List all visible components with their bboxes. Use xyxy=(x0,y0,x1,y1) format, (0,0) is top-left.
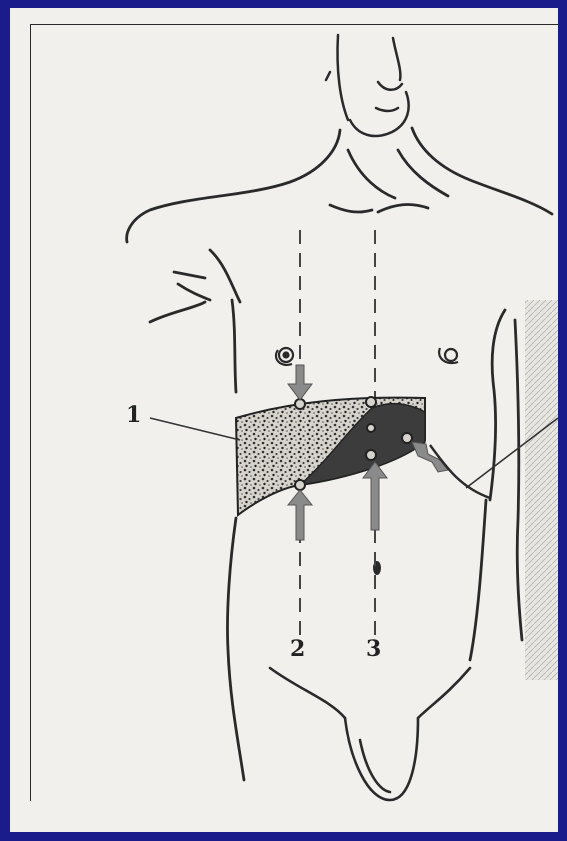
right-side-outline xyxy=(470,310,522,660)
head-outline xyxy=(326,35,409,136)
right-shadow xyxy=(525,300,558,680)
label-3: 3 xyxy=(366,636,381,662)
label-1-pointer xyxy=(150,418,240,440)
label-1: 1 xyxy=(126,402,141,428)
groin-outline xyxy=(270,668,470,800)
label-2: 2 xyxy=(290,636,305,662)
left-side-outline xyxy=(150,250,244,780)
chest-marks xyxy=(276,348,458,365)
torso-outline xyxy=(127,128,552,242)
